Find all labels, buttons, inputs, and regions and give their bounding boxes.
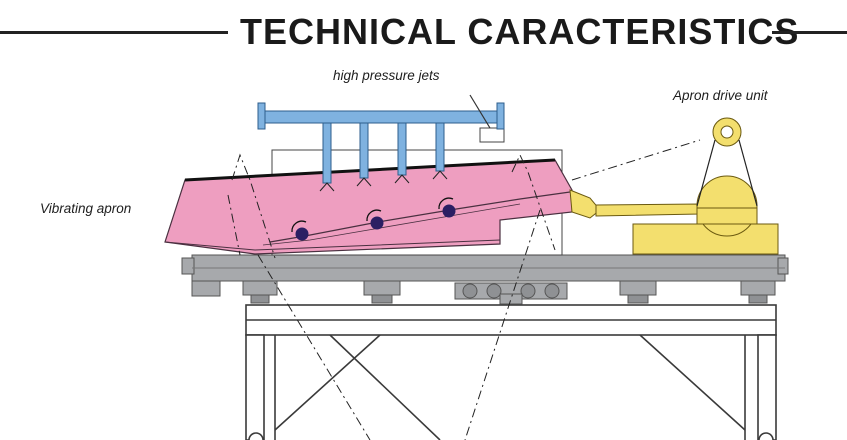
title-banner: TECHNICAL CARACTERISTICS	[0, 10, 847, 54]
isolator-mounts	[242, 280, 776, 304]
drive-arm-rod	[595, 203, 701, 217]
drive-arm	[569, 189, 701, 219]
coupling-wheel-1	[462, 283, 478, 299]
jet-nozzle-3	[397, 122, 407, 176]
jet-spray-3	[394, 174, 410, 184]
drive-belt-left	[696, 139, 716, 207]
eccentric-ball-3	[442, 204, 456, 218]
rotation-arrow-2	[366, 209, 382, 222]
base-beam-end-right	[777, 257, 789, 275]
apron-lower-edge	[164, 239, 501, 251]
frame-foot-right	[758, 432, 774, 440]
page-title: TECHNICAL CARACTERISTICS	[240, 11, 800, 52]
drive-flywheel-mount	[696, 207, 758, 225]
guide-bracket	[479, 127, 505, 143]
eccentric-weights	[291, 197, 456, 241]
jet-flange-left	[257, 102, 266, 130]
support-frame	[245, 304, 777, 440]
jet-spray-marks	[319, 170, 448, 192]
jet-nozzle-2	[359, 122, 369, 179]
dash-support-left	[231, 153, 276, 259]
jet-nozzle-1	[322, 122, 332, 184]
central-coupling	[454, 282, 568, 305]
drive-belt-right	[738, 139, 758, 207]
mount-2	[363, 280, 401, 304]
jet-valve-lever	[469, 94, 491, 129]
apron-body	[164, 159, 573, 255]
jet-spray-1	[319, 182, 335, 192]
drive-flywheel	[696, 175, 758, 237]
rotation-arrow-1	[291, 220, 307, 233]
apron-top-edge	[184, 158, 556, 182]
mount-1	[242, 280, 278, 304]
frame-leg-left	[245, 334, 265, 440]
dash-diagonal-right	[464, 209, 541, 440]
label-apron-drive-unit: Apron drive unit	[673, 88, 768, 103]
label-vibrating-apron: Vibrating apron	[40, 201, 132, 216]
base-beam-skirt	[191, 280, 221, 297]
eccentric-ball-2	[370, 216, 384, 230]
title-rule-left	[0, 31, 228, 34]
dash-drive-link	[571, 139, 701, 181]
dash-diagonal-left	[257, 254, 371, 440]
title-rule-right	[772, 31, 847, 34]
frame-brace-1	[274, 334, 381, 431]
eccentric-ball-1	[295, 227, 309, 241]
coupling-wheel-4	[544, 283, 560, 299]
coupling-wheel-3	[520, 283, 536, 299]
frame-foot-left	[248, 432, 264, 440]
dash-support-right	[511, 153, 556, 251]
jet-manifold-pipe	[261, 110, 501, 124]
mount-4	[740, 280, 776, 304]
dashed-support-lines	[227, 139, 701, 440]
jet-flange-right	[496, 102, 505, 130]
rotation-arrow-3	[438, 197, 454, 210]
base-beam	[181, 254, 789, 297]
frame-leg-right	[757, 334, 777, 440]
drive-base	[632, 223, 779, 255]
high-pressure-jets	[257, 102, 505, 184]
jet-nozzle-4	[435, 122, 445, 172]
vibrating-apron	[164, 158, 573, 255]
mount-3	[619, 280, 657, 304]
coupling-wheel-2	[486, 283, 502, 299]
apron-drive-unit	[632, 117, 779, 255]
frame-brace-3	[639, 334, 746, 431]
frame-brace-2	[329, 334, 441, 440]
drive-arm-clevis	[569, 189, 601, 219]
jet-spray-2	[356, 177, 372, 187]
coupling-hub	[499, 293, 523, 305]
jet-spray-4	[432, 170, 448, 180]
drive-pulley-hub	[720, 125, 734, 139]
label-high-pressure-jets: high pressure jets	[333, 68, 440, 83]
base-beam-end-left	[181, 257, 195, 275]
